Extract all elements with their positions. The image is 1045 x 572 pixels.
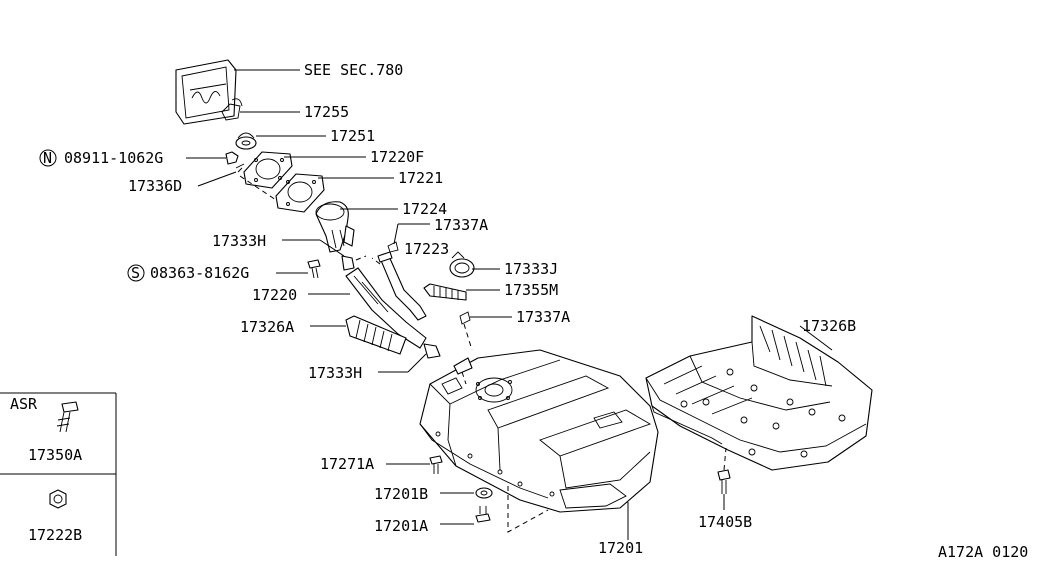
- part-label-17221: 17221: [398, 169, 443, 187]
- part-label-08363-8162g: 08363-8162G: [150, 264, 249, 282]
- part-label-17224: 17224: [402, 200, 447, 218]
- filler-hose-17220: [345, 267, 427, 349]
- nut-17222b: [49, 489, 67, 509]
- n-marker-circle: [39, 149, 57, 167]
- part-label-17220f: 17220F: [370, 148, 424, 166]
- washer-17201b: [475, 487, 493, 499]
- s-marker-circle: [127, 264, 145, 282]
- corrugated-hose-17355m: [423, 283, 467, 301]
- fuel-tank-17201: [419, 349, 659, 513]
- part-label-17255: 17255: [304, 103, 349, 121]
- part-label-17271a: 17271A: [320, 455, 374, 473]
- part-label-17333j: 17333J: [504, 260, 558, 278]
- part-label-17220: 17220: [252, 286, 297, 304]
- s-marker-letter: S: [131, 264, 140, 282]
- clamp-17333j: [449, 251, 475, 278]
- part-label-17223: 17223: [404, 240, 449, 258]
- breather-tube-17223: [377, 251, 427, 321]
- asr-inset: ASR 17350A 17222B: [0, 392, 117, 556]
- n-marker-letter: N: [43, 149, 52, 167]
- gasket-17220f: [243, 151, 293, 189]
- bolt-17271a: [429, 455, 443, 474]
- part-label-17333h-top: 17333H: [212, 232, 266, 250]
- bolt-17350a: [56, 401, 79, 433]
- grommet-part: [235, 132, 257, 150]
- clip-17337a-top: [387, 241, 399, 253]
- filler-lid-housing: [175, 59, 237, 125]
- hose-clamp-17333h-top: [341, 255, 355, 271]
- part-label-17201: 17201: [598, 539, 643, 557]
- part-label-17326a: 17326A: [240, 318, 294, 336]
- hose-clamp-17333h-bottom: [423, 343, 441, 359]
- part-label-17337a-top: 17337A: [434, 216, 488, 234]
- screw-17336d: [235, 163, 245, 173]
- nut-part: [225, 151, 239, 165]
- skid-plate-17326b: [645, 315, 873, 471]
- part-label-17201a: 17201A: [374, 517, 428, 535]
- screw-08363: [307, 259, 321, 279]
- filler-neck-17224: [315, 201, 355, 253]
- part-label-17355m: 17355M: [504, 281, 558, 299]
- part-label-17222b: 17222B: [28, 526, 82, 544]
- flange-17221: [275, 173, 325, 213]
- part-label-17336d: 17336D: [128, 177, 182, 195]
- part-label-17326b: 17326B: [802, 317, 856, 335]
- bolt-17405b: [717, 469, 731, 494]
- part-label-17201b: 17201B: [374, 485, 428, 503]
- part-label-17350a: 17350A: [28, 446, 82, 464]
- part-label-17337a-bottom: 17337A: [516, 308, 570, 326]
- clip-17337a-bottom: [459, 311, 471, 325]
- bolt-17201a: [475, 506, 491, 523]
- part-label-17405b: 17405B: [698, 513, 752, 531]
- clip-part: [221, 98, 243, 121]
- part-label-08911-1062g: 08911-1062G: [64, 149, 163, 167]
- part-label-17333h-bottom: 17333H: [308, 364, 362, 382]
- part-label-17251: 17251: [330, 127, 375, 145]
- diagram-id: A172A 0120: [938, 543, 1028, 561]
- inset-title: ASR: [10, 395, 38, 413]
- protector-17326a: [345, 315, 407, 355]
- see-sec-label: SEE SEC.780: [304, 61, 403, 79]
